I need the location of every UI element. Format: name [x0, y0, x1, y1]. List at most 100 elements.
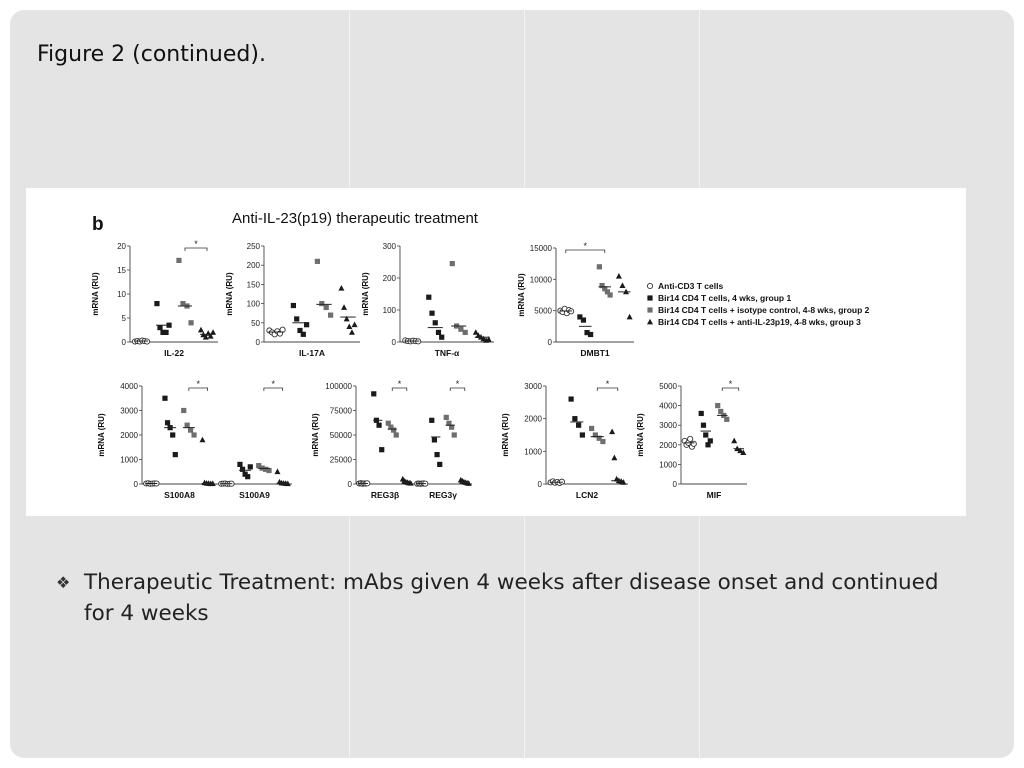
data-point-filled-square: [239, 466, 246, 472]
y-tick-label: 15000: [530, 244, 553, 253]
data-point-gray-square: [449, 261, 455, 267]
data-point-filled-square: [700, 422, 707, 428]
y-axis-label: mRNA (RU): [361, 272, 370, 316]
data-point-gray-square: [314, 258, 320, 264]
data-point-filled-triangle: [737, 447, 744, 454]
legend-label: Anti-CD3 T cells: [658, 281, 723, 291]
data-point-filled-triangle: [274, 468, 281, 475]
data-point-filled-square: [245, 474, 251, 480]
significance-star: *: [606, 379, 610, 389]
significance-bracket: [596, 387, 619, 391]
data-point-filled-triangle: [207, 333, 214, 339]
data-point-filled-square: [580, 317, 587, 323]
data-point-gray-square: [184, 422, 190, 428]
data-point-gray-square: [319, 301, 325, 307]
data-point-filled-triangle: [647, 318, 653, 325]
y-tick-label: 0: [134, 480, 139, 489]
data-point-filled-square: [154, 301, 160, 307]
data-point-filled-triangle: [346, 323, 353, 330]
data-point-filled-triangle: [407, 480, 414, 486]
data-point-filled-square: [584, 330, 590, 336]
y-tick-label: 5000: [534, 307, 552, 316]
y-tick-label: 0: [256, 338, 261, 347]
data-point-filled-square: [579, 432, 585, 438]
data-point-gray-square: [602, 286, 608, 292]
data-point-gray-square: [462, 329, 468, 335]
y-tick-label: 50000: [330, 431, 353, 440]
significance-bracket: [721, 387, 740, 391]
data-point-open-circle: [690, 440, 697, 447]
data-point-filled-square: [157, 325, 163, 331]
y-tick-label: 150: [247, 280, 261, 289]
data-point-filled-triangle: [611, 454, 618, 461]
y-tick-label: 15: [117, 266, 126, 275]
data-point-filled-square: [163, 329, 169, 335]
data-point-gray-square: [393, 432, 399, 438]
category-label: LCN2: [576, 490, 598, 500]
data-point-gray-square: [596, 435, 602, 441]
data-point-gray-square: [724, 416, 730, 422]
data-point-gray-square: [647, 307, 653, 313]
data-point-open-circle: [687, 435, 694, 442]
y-tick-label: 100: [383, 306, 397, 315]
data-point-filled-square: [429, 310, 435, 316]
data-point-open-circle: [646, 282, 654, 290]
y-axis-label: mRNA (RU): [225, 272, 234, 316]
figure-svg: b Anti-IL-23(p19) therapeutic treatment …: [91, 210, 870, 500]
data-point-filled-square: [434, 452, 440, 458]
data-point-gray-square: [181, 407, 187, 414]
data-point-gray-square: [385, 420, 391, 426]
data-point-filled-square: [297, 327, 303, 334]
data-point-filled-triangle: [609, 428, 616, 435]
data-point-filled-triangle: [615, 273, 622, 279]
data-point-gray-square: [176, 257, 182, 263]
data-point-gray-square: [188, 320, 194, 326]
data-point-filled-square: [707, 438, 713, 444]
y-tick-label: 20: [117, 242, 126, 251]
y-tick-label: 1000: [524, 447, 542, 456]
data-point-gray-square: [443, 414, 449, 420]
category-label: IL-22: [164, 348, 184, 358]
y-tick-label: 2000: [120, 431, 138, 440]
significance-star: *: [271, 379, 275, 389]
y-tick-label: 100000: [325, 382, 352, 391]
data-point-gray-square: [604, 289, 611, 295]
y-axis-label: mRNA (RU): [517, 273, 526, 317]
data-point-gray-square: [589, 425, 595, 432]
data-point-filled-square: [439, 334, 445, 340]
y-tick-label: 1000: [120, 456, 138, 465]
y-axis-label: mRNA (RU): [91, 272, 100, 316]
y-tick-label: 100: [247, 300, 261, 309]
data-point-filled-square: [437, 461, 443, 467]
data-point-filled-square: [376, 422, 382, 428]
panel-letter: b: [92, 214, 104, 235]
y-tick-label: 300: [383, 242, 397, 251]
data-point-filled-square: [703, 432, 709, 438]
significance-bracket: [565, 249, 606, 253]
significance-bracket: [184, 247, 208, 251]
category-label: S100A8: [164, 490, 195, 500]
slide: Figure 2 (continued). b Anti-IL-23(p19) …: [10, 10, 1014, 758]
data-point-gray-square: [390, 427, 397, 433]
category-label: S100A9: [239, 490, 270, 500]
data-point-filled-square: [247, 464, 253, 470]
y-axis-label: mRNA (RU): [501, 413, 510, 457]
significance-star: *: [196, 379, 200, 389]
figure-heading: Anti-IL-23(p19) therapeutic treatment: [232, 210, 479, 227]
data-point-filled-triangle: [731, 437, 738, 444]
y-tick-label: 0: [548, 338, 553, 347]
legend-label: Bir14 CD4 T cells + isotype control, 4-8…: [658, 305, 870, 315]
data-point-gray-square: [180, 301, 186, 307]
data-point-gray-square: [328, 312, 334, 318]
data-point-filled-triangle: [343, 315, 350, 322]
y-tick-label: 50: [251, 319, 260, 328]
category-label: REG3β: [371, 490, 399, 500]
significance-bracket: [391, 387, 408, 391]
data-point-filled-square: [371, 391, 377, 397]
legend-label: Bir14 CD4 T cells + anti-IL-23p19, 4-8 w…: [658, 317, 861, 327]
